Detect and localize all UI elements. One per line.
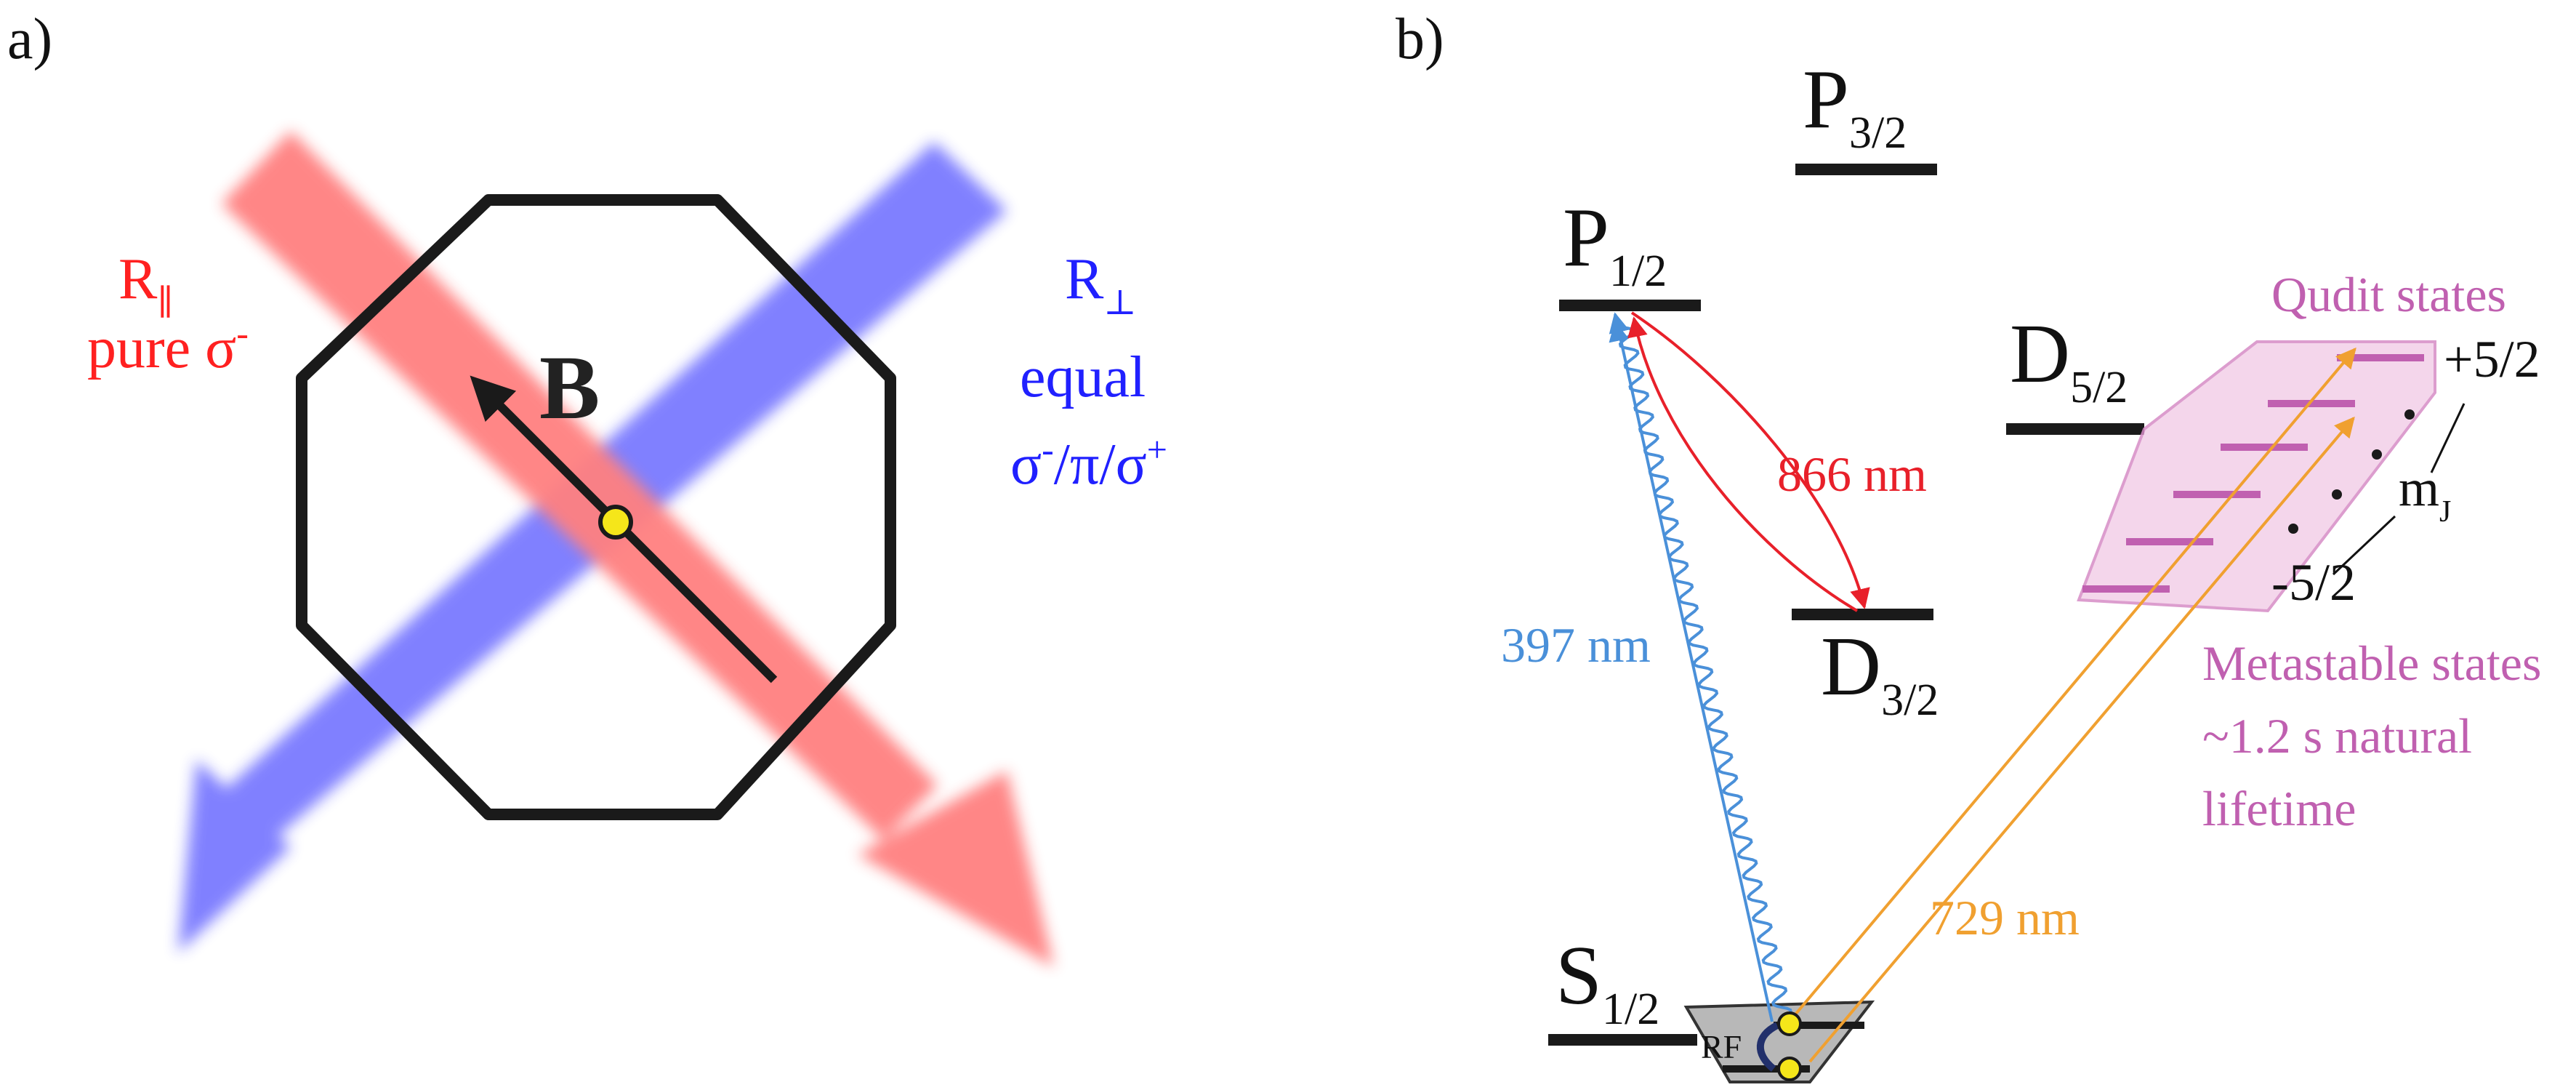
rf-transition-arrow <box>1756 1022 1779 1072</box>
qudit-states-label: Qudit states <box>2271 267 2506 322</box>
panel-a-label: a) <box>7 7 52 71</box>
t866-return-arrow <box>1627 316 1859 612</box>
mj-pointer-upper <box>2430 403 2466 473</box>
mj-label: mJ <box>2399 459 2451 529</box>
t397-label: 397 nm <box>1501 617 1651 673</box>
metastable-line-1: Metastable states <box>2202 636 2541 691</box>
blue-beam-equal: equal <box>1020 345 1146 409</box>
b-field-label: B <box>539 338 600 438</box>
mj-ellipsis <box>2288 409 2415 534</box>
red-beam-name: R∥ <box>118 247 174 322</box>
panel-b-label: b) <box>1396 7 1444 71</box>
mj-pointer-lower <box>2332 515 2396 576</box>
trap-octagon <box>296 194 896 820</box>
rf-label: RF <box>1701 1028 1742 1065</box>
t729-arrow-2 <box>1808 416 2355 1063</box>
level-label-p32: P3/2 <box>1803 53 1907 158</box>
level-label-d32: D3/2 <box>1821 620 1939 725</box>
t866-label: 866 nm <box>1777 446 1927 502</box>
ion-upper <box>1777 1011 1802 1036</box>
metastable-line-2: ~1.2 s natural <box>2202 708 2472 764</box>
level-label-d52: D5/2 <box>2010 308 2128 412</box>
mj-top-label: +5/2 <box>2444 330 2540 388</box>
red-beam-polarization: pure σ- <box>87 313 249 380</box>
t866-drive-arrow <box>1630 311 1870 609</box>
t729-arrow-1 <box>1794 347 2356 1016</box>
blue-beam-name: R⊥ <box>1065 247 1137 322</box>
ion-lower <box>1777 1057 1802 1081</box>
qudit-region <box>2077 340 2436 613</box>
mj-bottom-label: -5/2 <box>2271 553 2356 612</box>
level-label-s12: S1/2 <box>1555 929 1659 1034</box>
t729-label: 729 nm <box>1930 890 2080 945</box>
blue-beam-polarization: σ-/π/σ+ <box>1010 429 1167 497</box>
metastable-line-3: lifetime <box>2202 781 2356 836</box>
level-label-p12: P1/2 <box>1563 191 1667 296</box>
t397-decay-wavy <box>1609 321 1792 1019</box>
ion-dot <box>598 505 633 540</box>
